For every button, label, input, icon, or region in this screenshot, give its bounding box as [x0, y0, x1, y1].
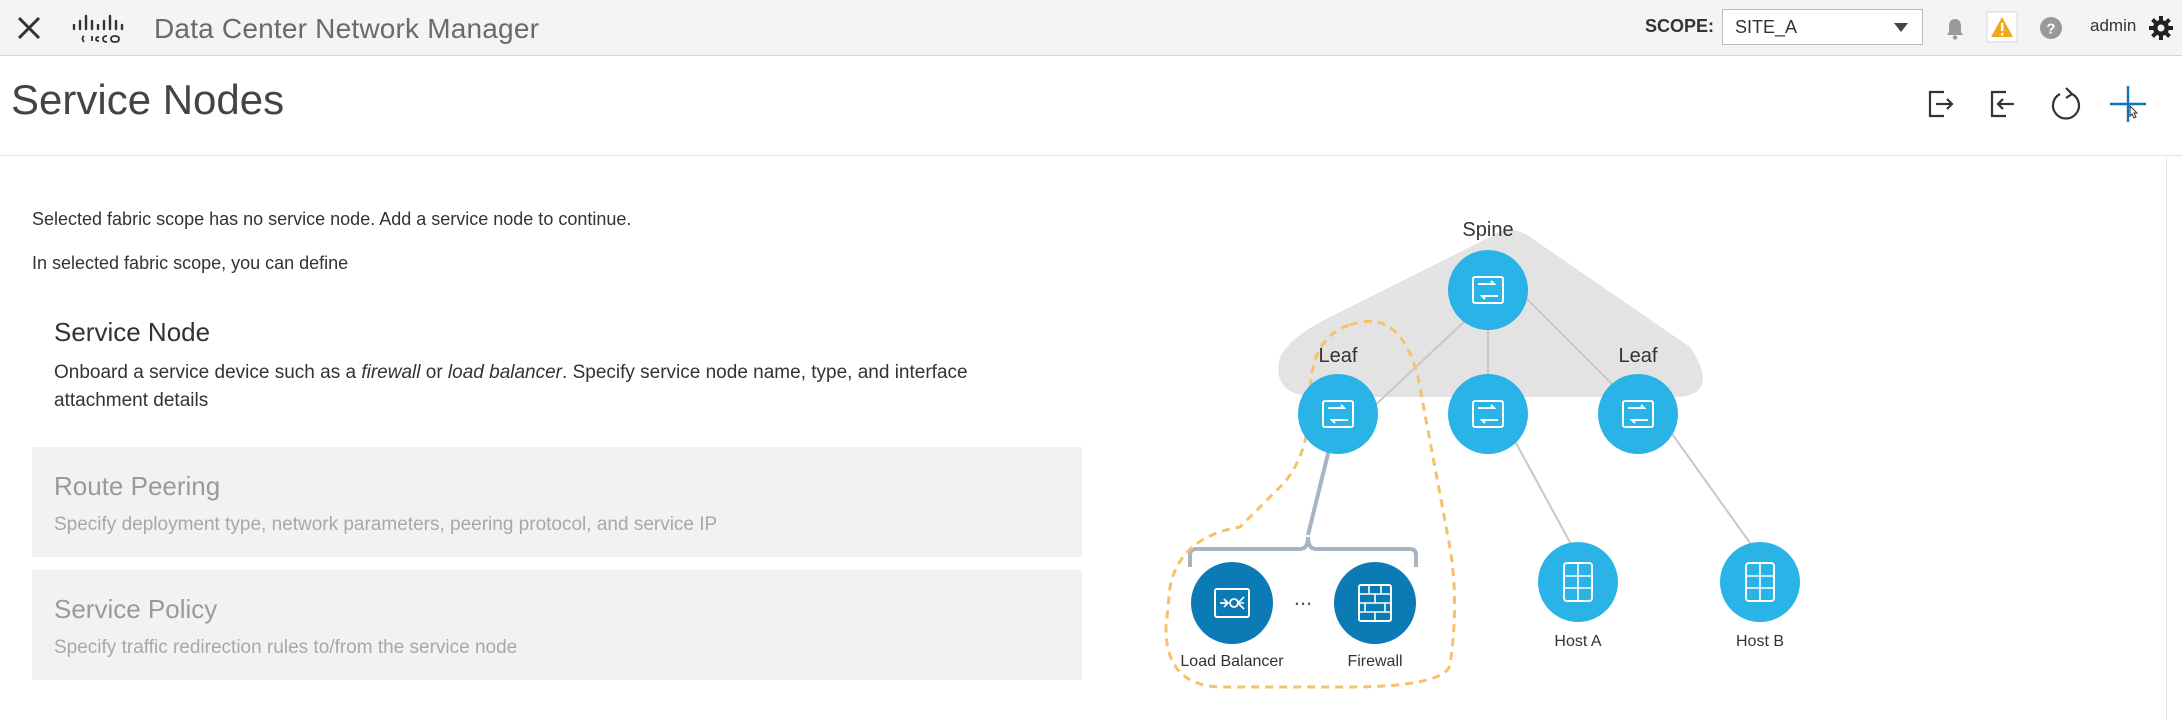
- caret-down-icon: [1894, 23, 1908, 32]
- main-content: Selected fabric scope has no service nod…: [0, 157, 2170, 720]
- service-policy-card: Service Policy Specify traffic redirecti…: [32, 570, 1082, 680]
- route-peering-card: Route Peering Specify deployment type, n…: [32, 447, 1082, 557]
- service-policy-title: Service Policy: [54, 594, 218, 624]
- service-policy-desc: Specify traffic redirection rules to/fro…: [54, 637, 518, 658]
- empty-state-message: Selected fabric scope has no service nod…: [32, 209, 632, 229]
- load-balancer-node: [1191, 562, 1273, 644]
- import-icon[interactable]: [1984, 84, 2024, 124]
- leaf-node-left: [1298, 374, 1378, 454]
- host-a-node: [1538, 542, 1618, 622]
- gear-icon[interactable]: [2146, 13, 2176, 43]
- svg-text:?: ?: [2046, 21, 2055, 38]
- user-name[interactable]: admin: [2090, 16, 2137, 35]
- host-a-label: Host A: [1554, 633, 1602, 650]
- service-node-title: Service Node: [54, 317, 211, 347]
- spine-node: [1448, 250, 1528, 330]
- scope-select-value: SITE_A: [1735, 17, 1798, 37]
- service-node-card[interactable]: Service Node Onboard a service device su…: [32, 317, 1082, 447]
- refresh-icon[interactable]: [2046, 84, 2086, 124]
- leaf-left-label: Leaf: [1318, 345, 1358, 367]
- scope-label: SCOPE:: [1645, 16, 1715, 36]
- define-intro: In selected fabric scope, you can define: [32, 253, 349, 273]
- host-b-node: [1720, 542, 1800, 622]
- page-title: Service Nodes: [11, 76, 285, 123]
- route-peering-desc: Specify deployment type, network paramet…: [54, 514, 718, 535]
- firewall-node: [1334, 562, 1416, 644]
- scope-select[interactable]: SITE_A: [1722, 9, 1923, 45]
- bell-icon[interactable]: [1940, 13, 1970, 43]
- leaf-right-label: Leaf: [1618, 345, 1658, 367]
- warning-icon[interactable]: [1986, 11, 2018, 43]
- divider: [2166, 157, 2167, 720]
- close-icon[interactable]: [12, 11, 46, 45]
- host-b-label: Host B: [1735, 633, 1784, 650]
- topology-graphic: [1164, 230, 1800, 689]
- leaf-node-right: [1598, 374, 1678, 454]
- topology-diagram: Spine Leaf Leaf ... Load Balancer Firewa…: [1160, 157, 1860, 720]
- leaf-node-middle: [1448, 374, 1528, 454]
- app-title: Data Center Network Manager: [154, 13, 540, 44]
- firewall-label: Firewall: [1347, 653, 1403, 670]
- export-icon[interactable]: [1922, 84, 1962, 124]
- help-icon[interactable]: ?: [2036, 13, 2066, 43]
- cisco-logo: [72, 14, 124, 43]
- page-header: Service Nodes: [0, 56, 2182, 156]
- ellipsis-label: ...: [1293, 585, 1313, 610]
- route-peering-title: Route Peering: [54, 471, 221, 501]
- spine-label: Spine: [1462, 219, 1514, 241]
- load-balancer-label: Load Balancer: [1180, 653, 1284, 670]
- service-node-desc: Onboard a service device such as a firew…: [54, 362, 968, 411]
- add-icon[interactable]: [2108, 84, 2148, 124]
- top-bar: Data Center Network Manager SCOPE: SITE_…: [0, 0, 2182, 56]
